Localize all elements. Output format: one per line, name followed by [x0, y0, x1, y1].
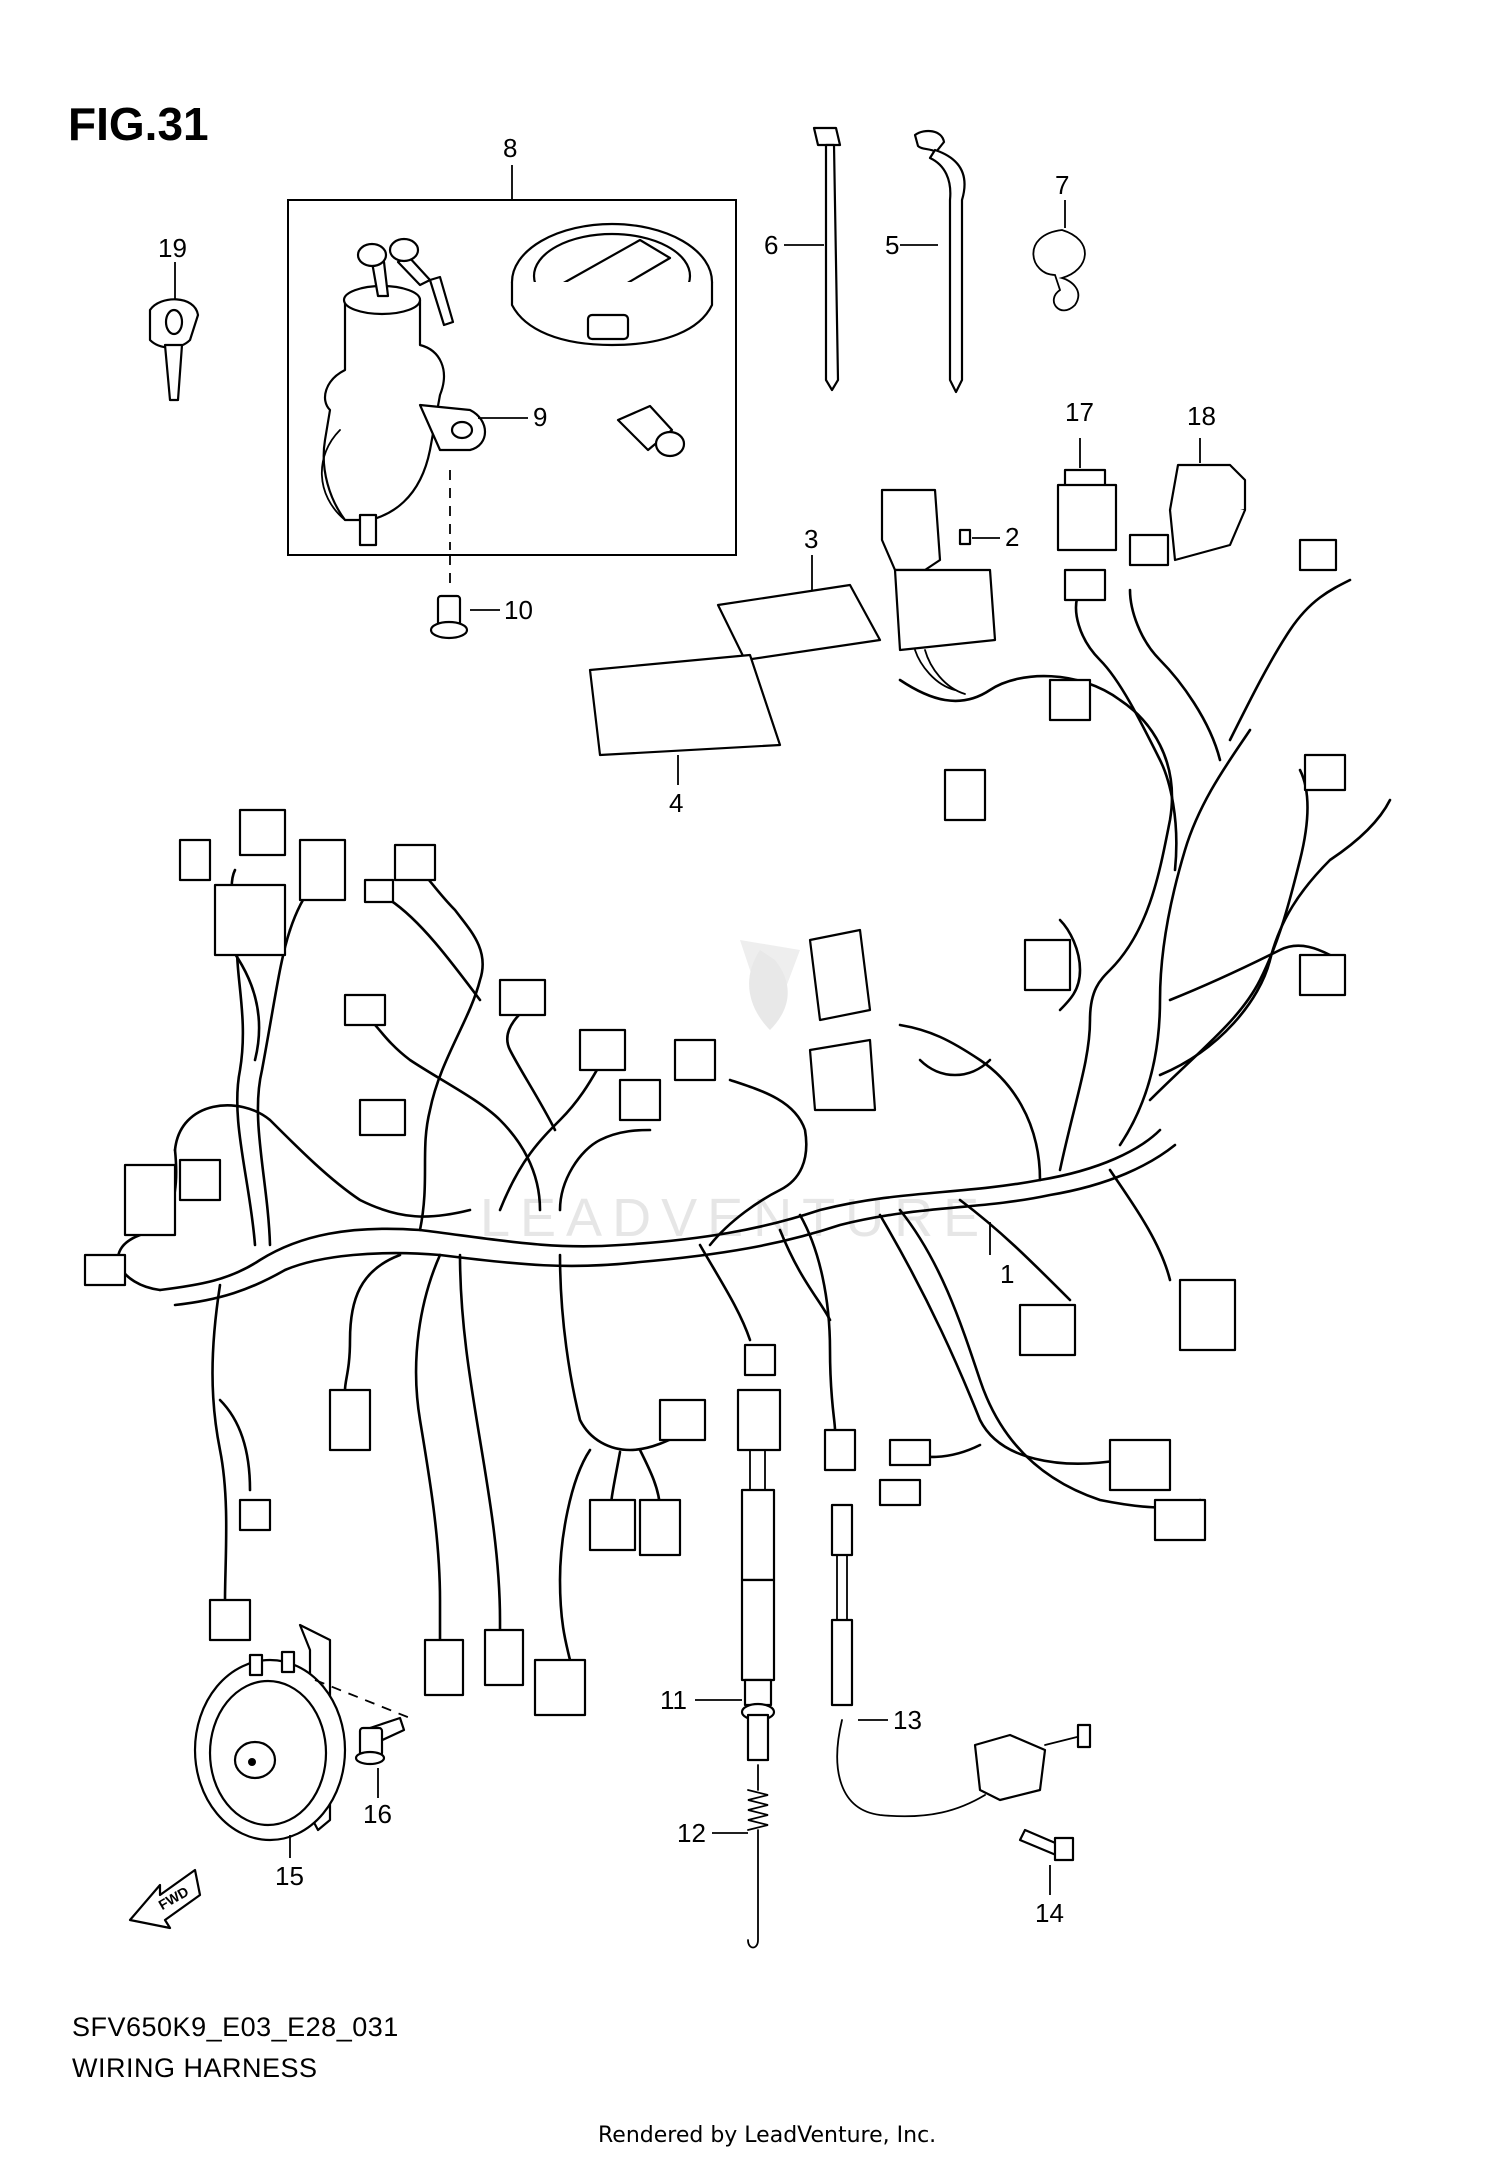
fuse-box [880, 488, 1000, 695]
rendered-by-footer: Rendered by LeadVenture, Inc. [598, 2123, 936, 2148]
callout-13: 13 [893, 1705, 922, 1735]
callout-8: 8 [503, 133, 517, 163]
main-harness-1 [117, 578, 1392, 1662]
watermark: LEADVENTURE [480, 940, 989, 1248]
callout-4: 4 [669, 788, 683, 818]
figure-code: SFV650K9_E03_E28_031 [72, 2012, 399, 2042]
callout-1: 1 [1000, 1259, 1014, 1289]
callout-18: 18 [1187, 401, 1216, 431]
spare-key-19 [148, 262, 200, 402]
fwd-arrow-icon: FWD [128, 1868, 202, 1930]
switch-11-spring-12 [695, 1388, 782, 1949]
callout-15: 15 [275, 1861, 304, 1891]
horn-15-screw-16 [193, 1623, 416, 1858]
callout-7: 7 [1055, 170, 1069, 200]
figure-name: WIRING HARNESS [72, 2053, 318, 2083]
callout-5: 5 [885, 230, 899, 260]
callout-17: 17 [1065, 397, 1094, 427]
callout-19: 19 [158, 233, 187, 263]
lock-set-group [287, 165, 737, 556]
callout-10: 10 [504, 595, 533, 625]
callout-2: 2 [1005, 522, 1019, 552]
cable-ties [784, 126, 1086, 394]
harness-connectors [83, 533, 1347, 1717]
callout-12: 12 [677, 1818, 706, 1848]
callout-3: 3 [804, 524, 818, 554]
callout-numbers: 1 2 3 4 5 6 7 8 9 10 11 12 13 14 15 16 1… [158, 133, 1216, 1928]
figure-title: FIG.31 [68, 98, 209, 150]
callout-16: 16 [363, 1799, 392, 1829]
callout-6: 6 [764, 230, 778, 260]
callout-9: 9 [533, 402, 547, 432]
switch-13-bolt-14 [830, 1503, 1092, 1895]
labels-3-4 [588, 555, 882, 785]
callout-11: 11 [660, 1685, 687, 1715]
watermark-text: LEADVENTURE [480, 1188, 989, 1248]
relays [1056, 438, 1247, 562]
bolt-10 [429, 555, 500, 640]
callout-14: 14 [1035, 1898, 1064, 1928]
